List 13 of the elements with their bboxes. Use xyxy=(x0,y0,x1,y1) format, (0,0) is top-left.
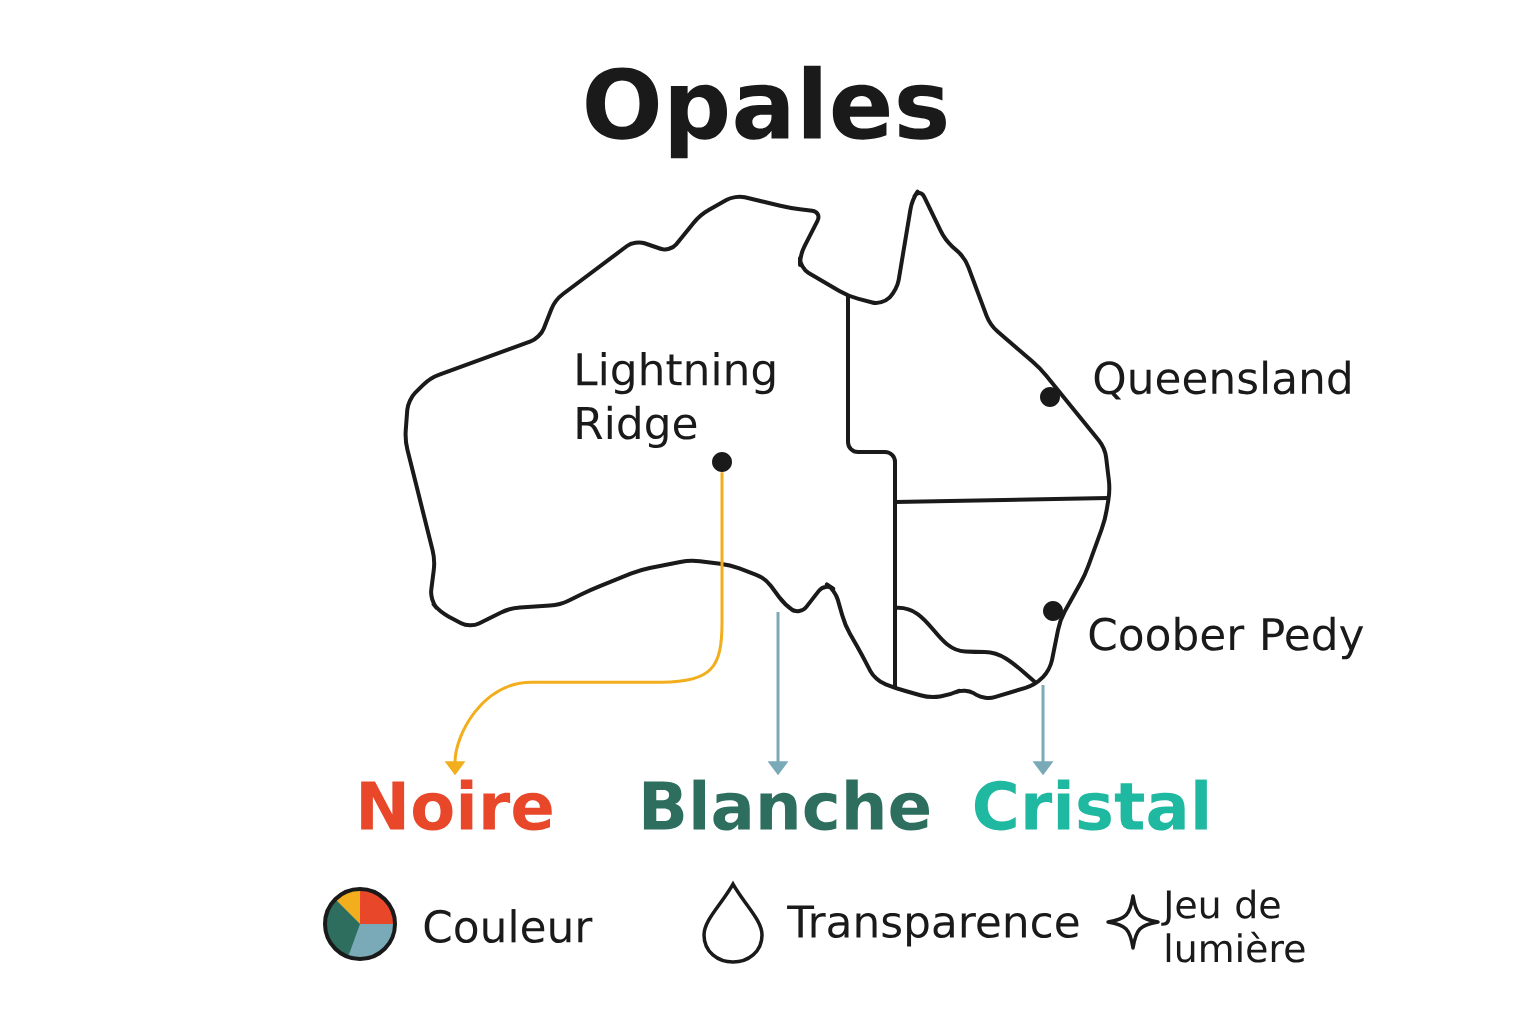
legend-label: Couleur xyxy=(424,909,593,943)
location-dot xyxy=(712,452,732,472)
place-label: Lightning Ridge xyxy=(577,351,775,449)
location-dot xyxy=(1043,601,1063,621)
legend-label: Jeu de lumière xyxy=(1161,889,1305,963)
location-dot xyxy=(1040,387,1060,407)
title: Opales xyxy=(586,65,946,159)
category-label: Cristal xyxy=(974,779,1207,831)
place-label: Coober Pedy xyxy=(1089,616,1364,660)
category-label: Noire xyxy=(361,779,552,831)
category-label: Blanche xyxy=(643,779,929,831)
legend-label: Transparence xyxy=(787,905,1079,947)
place-label: Queensland xyxy=(1094,360,1350,400)
